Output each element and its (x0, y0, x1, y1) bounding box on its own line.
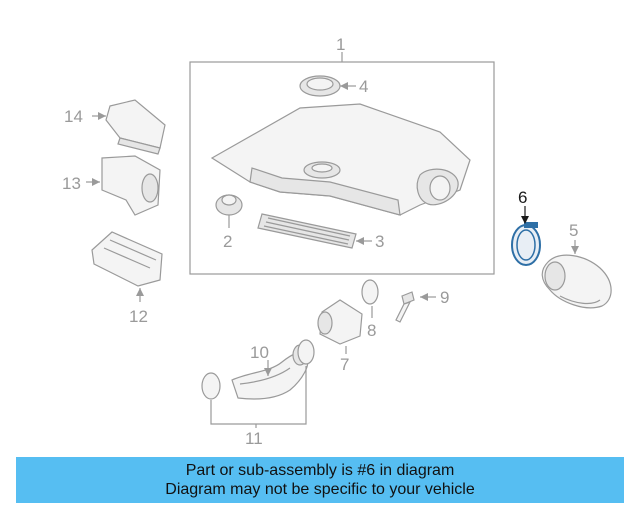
callout-14: 14 (64, 107, 83, 126)
callout-9: 9 (440, 288, 449, 307)
parts-diagram: 1 2 3 4 5 6 7 8 9 10 11 12 13 14 (62, 35, 612, 448)
callout-4: 4 (359, 77, 368, 96)
cover-emblem (299, 75, 341, 97)
callout-13: 13 (62, 174, 81, 193)
callout-5: 5 (569, 221, 578, 240)
callout-6: 6 (518, 188, 527, 207)
caption-line-1: Part or sub-assembly is #6 in diagram (185, 462, 455, 479)
callout-7: 7 (340, 355, 349, 374)
callout-2: 2 (223, 232, 232, 251)
engine-cover (210, 103, 471, 216)
callout-11: 11 (245, 429, 263, 448)
caption-bar: Part or sub-assembly is #6 in diagram Di… (16, 457, 624, 503)
part-6-clamp (511, 222, 541, 266)
part-11-clamp-right (297, 339, 315, 365)
part-9-bolt (395, 291, 415, 323)
part-13-housing (101, 155, 161, 216)
part-11-clamp-left (201, 372, 221, 400)
callout-3: 3 (375, 232, 384, 251)
part-5-hose (541, 254, 612, 309)
filter-element (257, 213, 357, 249)
caption-line-2: Diagram may not be specific to your vehi… (165, 481, 475, 498)
part-7-housing (317, 299, 363, 345)
callout-1: 1 (336, 35, 345, 54)
callout-8: 8 (367, 321, 376, 340)
callout-12: 12 (129, 307, 148, 326)
part-12-duct (91, 231, 163, 287)
callout-10: 10 (250, 343, 269, 362)
part-14-cover (105, 99, 166, 155)
grommet (215, 194, 243, 216)
part-8-oring (361, 279, 379, 305)
